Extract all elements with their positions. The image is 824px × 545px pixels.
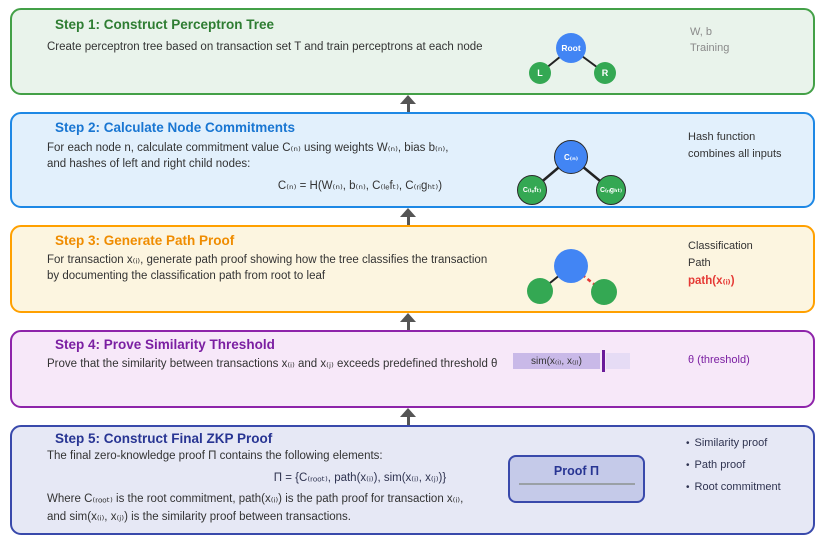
arrow-head-icon — [400, 408, 416, 417]
step1-right-label: R — [601, 68, 609, 78]
step3-box — [10, 225, 815, 313]
step3-path-proof-label: path(x₍ᵢ₎) — [688, 275, 735, 287]
bullet-label: Path proof — [694, 459, 746, 471]
bullet-label: Similarity proof — [694, 437, 768, 449]
step5-where-line1: Where C₍ᵣₒₒₜ₎ is the root commitment, pa… — [47, 493, 464, 505]
bullet-icon: • — [686, 438, 690, 449]
step2-body-line2: and hashes of left and right child nodes… — [47, 158, 251, 170]
arrow-head-icon — [400, 313, 416, 322]
step5-proof-formula: Π = {C₍ᵣₒₒₜ₎, path(x₍ᵢ₎), sim(x₍ᵢ₎, x₍ⱼ₎… — [273, 472, 447, 484]
proof-bullet-path: • Path proof — [686, 459, 745, 471]
step2-root-label: C₍ₙ₎ — [563, 152, 579, 162]
step1-right-node: R — [594, 62, 616, 84]
step4-box — [10, 330, 815, 408]
similarity-bar-label: sim(x₍ᵢ₎, x₍ⱼ₎) — [531, 355, 582, 367]
step2-body-line1: For each node n, calculate commitment va… — [47, 142, 449, 154]
step1-annotation-training: Training — [690, 42, 730, 54]
similarity-bar-overflow — [606, 353, 630, 369]
bullet-icon: • — [686, 482, 690, 493]
flow-arrow-3-up — [400, 313, 416, 330]
step1-box — [10, 8, 815, 95]
proof-bullet-root: • Root commitment — [686, 481, 781, 493]
flow-arrow-1-up — [400, 95, 416, 112]
arrow-head-icon — [400, 95, 416, 104]
step4-title: Step 4: Prove Similarity Threshold — [55, 337, 275, 352]
step2-commitment-formula: C₍ₙ₎ = H(W₍ₙ₎, b₍ₙ₎, C₍ₗₑfₜ₎, C₍ᵣᵢgₕₜ₎) — [277, 180, 443, 192]
step2-box — [10, 112, 815, 208]
step2-left-label: C₍ₗₑfₜ₎ — [522, 187, 542, 194]
step2-right-node: C₍ᵣᵢgₕₜ₎ — [596, 175, 626, 205]
step4-threshold-annotation: θ (threshold) — [688, 354, 750, 366]
proof-bullet-similarity: • Similarity proof — [686, 437, 767, 449]
step3-left-node — [527, 278, 553, 304]
step3-title: Step 3: Generate Path Proof — [55, 233, 235, 248]
step2-annotation-line2: combines all inputs — [688, 148, 782, 160]
step1-root-label: Root — [561, 43, 581, 53]
step3-right-node — [591, 279, 617, 305]
step2-annotation-line1: Hash function — [688, 131, 756, 143]
step5-where-line2: and sim(x₍ᵢ₎, x₍ⱼ₎) is the similarity pr… — [47, 511, 352, 523]
flow-arrow-4-up — [400, 408, 416, 425]
threshold-marker-line — [602, 350, 605, 372]
arrow-stem — [406, 322, 410, 330]
step3-root-node — [554, 249, 588, 283]
step4-body-line: Prove that the similarity between transa… — [47, 358, 498, 370]
step2-root-node: C₍ₙ₎ — [554, 140, 588, 174]
step3-annotation-classification: Classification — [688, 240, 753, 252]
proof-box-label: Proof Π — [553, 464, 600, 478]
arrow-stem — [406, 104, 410, 112]
bullet-icon: • — [686, 460, 690, 471]
step5-box — [10, 425, 815, 535]
step2-left-node: C₍ₗₑfₜ₎ — [517, 175, 547, 205]
similarity-bar: sim(x₍ᵢ₎, x₍ⱼ₎) — [513, 353, 600, 369]
step1-root-node: Root — [556, 33, 586, 63]
arrow-stem — [406, 217, 410, 225]
bullet-label: Root commitment — [694, 481, 781, 493]
step3-body-line2: by documenting the classification path f… — [47, 270, 326, 282]
step3-annotation-path: Path — [688, 257, 711, 269]
step5-body-line: The final zero-knowledge proof Π contain… — [47, 450, 383, 462]
flow-arrow-2-up — [400, 208, 416, 225]
proof-box-divider — [518, 483, 635, 485]
step1-body-line: Create perceptron tree based on transact… — [47, 41, 483, 53]
step3-body-line1: For transaction x₍ᵢ₎, generate path proo… — [47, 254, 488, 266]
step1-left-node: L — [529, 62, 551, 84]
step5-title: Step 5: Construct Final ZKP Proof — [55, 431, 273, 446]
step1-left-label: L — [537, 68, 543, 78]
step2-right-label: C₍ᵣᵢgₕₜ₎ — [599, 187, 623, 194]
step1-title: Step 1: Construct Perceptron Tree — [55, 17, 275, 32]
arrow-stem — [406, 417, 410, 425]
arrow-head-icon — [400, 208, 416, 217]
proof-box: Proof Π — [508, 455, 645, 503]
step1-annotation-wb: W, b — [690, 26, 713, 38]
step2-title: Step 2: Calculate Node Commitments — [55, 120, 296, 135]
